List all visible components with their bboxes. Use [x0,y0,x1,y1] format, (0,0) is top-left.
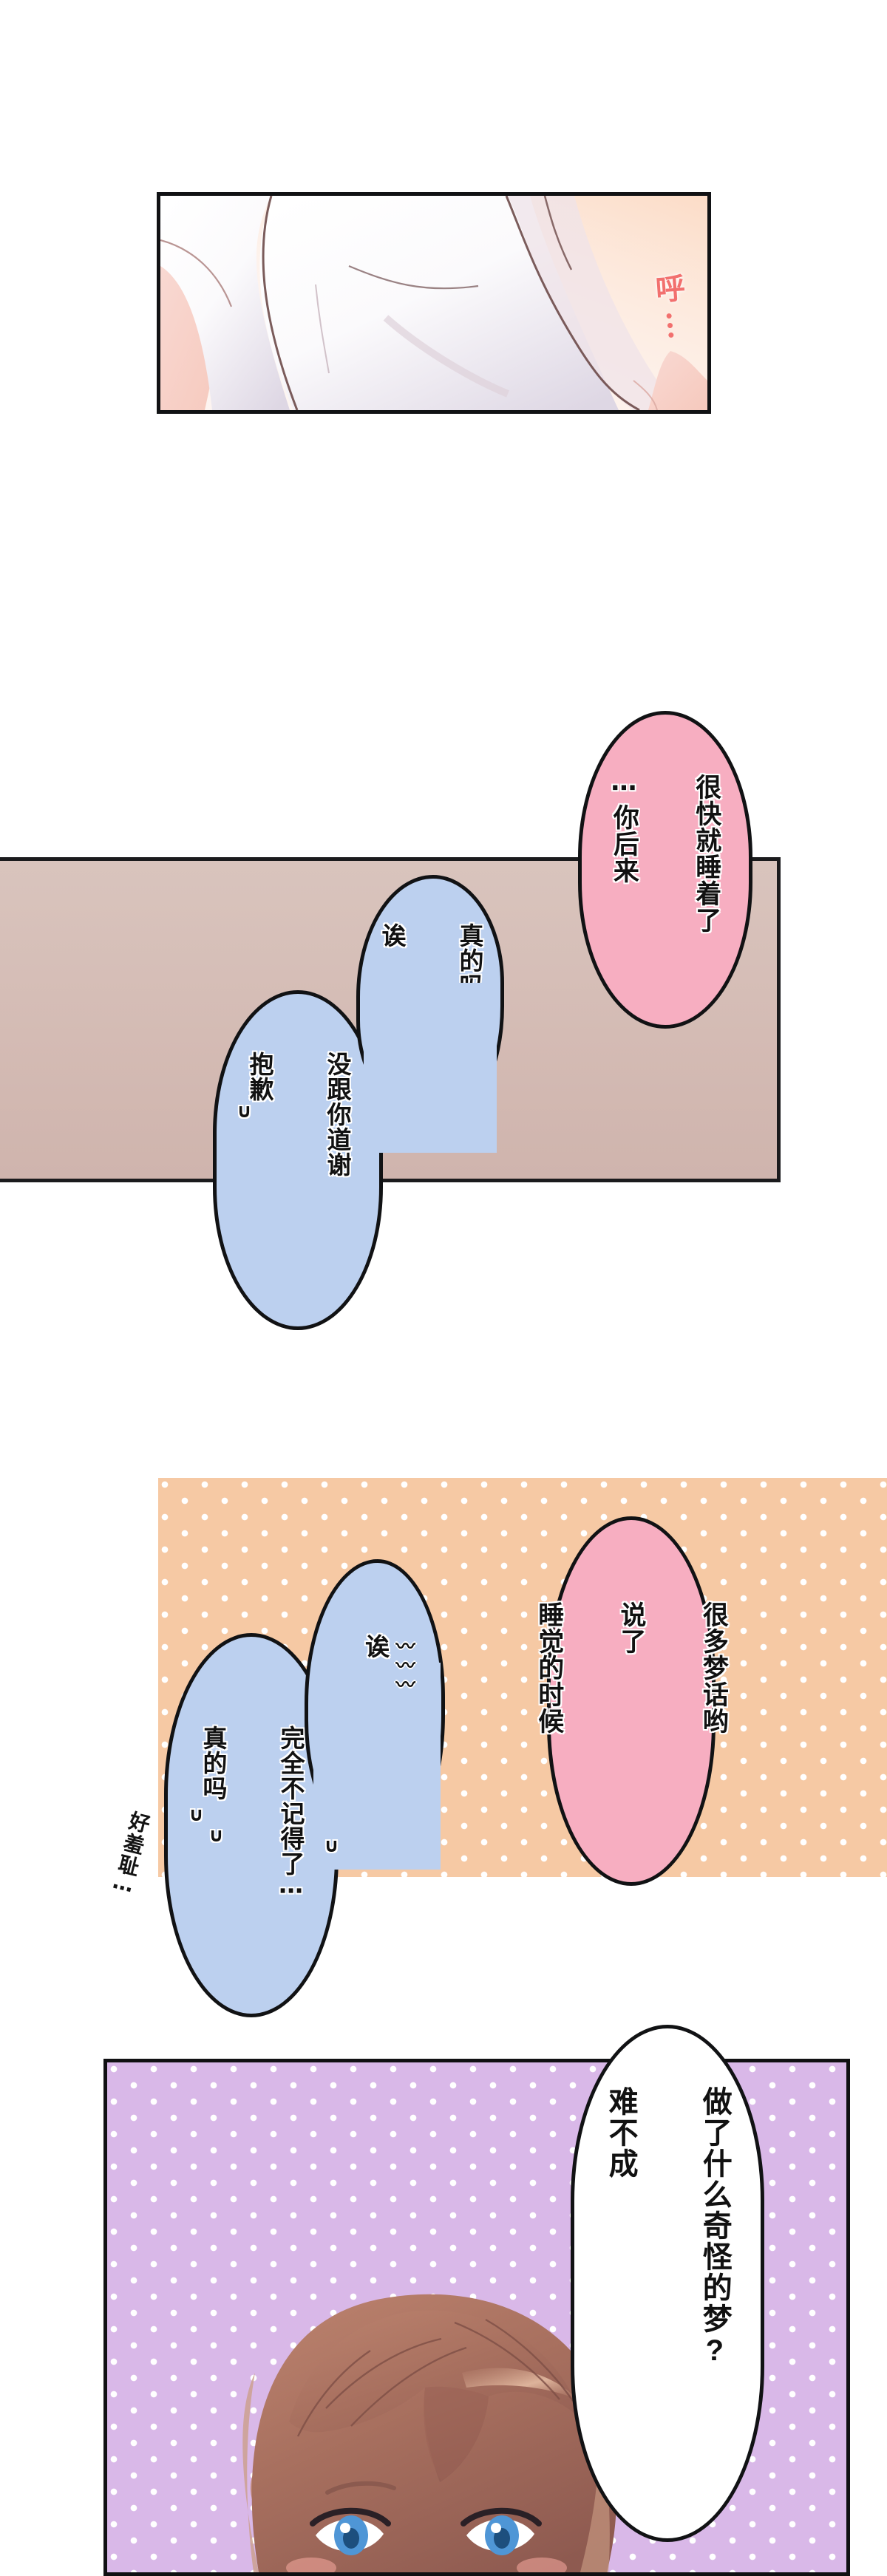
bubble-line: 说了 [616,1601,646,1655]
squiggle-mark-icon: 〰〰〰 [393,1636,416,1694]
speech-bubble-pink-p2: 很快就睡着了 ⋯你后来 [578,711,752,1029]
bubble-line: 抱歉 [246,1052,274,1102]
blush-mark-icon: ∪ [237,1100,253,1122]
bubble-joint-p2 [364,983,497,1153]
blush-mark-icon: ∪ [208,1824,225,1846]
speech-bubble-pink-p2-text: 很快就睡着了 ⋯你后来 [556,774,775,951]
bubble-line: 诶 [378,923,407,948]
panel-4-artwork [107,2062,846,2572]
bubble-line: 睡觉的时候 [534,1601,564,1734]
speech-bubble-blue-p2-lower: 没跟你道谢 抱歉 [213,990,383,1330]
blush-mark-icon: ∪ [188,1803,205,1825]
bubble-line: 真的吗 [200,1725,228,1801]
panel-1-artwork [160,196,707,410]
bubble-line: 很多梦话哟 [699,1601,728,1734]
side-note-embarrassed: 好羞耻⋯ [107,1808,152,1904]
bubble-line: 很快就睡着了 [692,774,721,933]
speech-bubble-blue-p3-upper-text: 诶 [310,1634,440,1802]
bubble-line: 做了什么奇怪的梦? [698,2086,731,2368]
speech-bubble-blue-p2-lower-text: 没跟你道谢 抱歉 [194,1052,401,1220]
bubble-line: 完全不记得了⋯ [276,1725,305,1906]
bubble-joint-p3 [313,1663,441,1870]
speech-bubble-pink-p3-text: 很多梦话哟 说了 睡觉的时候 [480,1601,782,1779]
bubble-line: 难不成 [604,2086,637,2179]
sfx-breath-text: 呼 [654,272,687,307]
panel-1 [157,192,711,414]
bubble-line: 没跟你道谢 [323,1052,351,1177]
speech-bubble-white-p4-text: 做了什么奇怪的梦? 难不成 [542,2086,792,2368]
bubble-line: ⋯你后来 [609,774,639,884]
speech-bubble-white-p4: 做了什么奇怪的梦? 难不成 [571,2025,764,2542]
blush-mark-icon: ∪ [324,1834,340,1856]
speech-bubble-blue-p3-lower-text: 完全不记得了⋯ 真的吗 [148,1725,355,1906]
speech-bubble-pink-p3: 很多梦话哟 说了 睡觉的时候 [534,1516,728,1886]
bubble-line: 诶 [361,1634,390,1659]
